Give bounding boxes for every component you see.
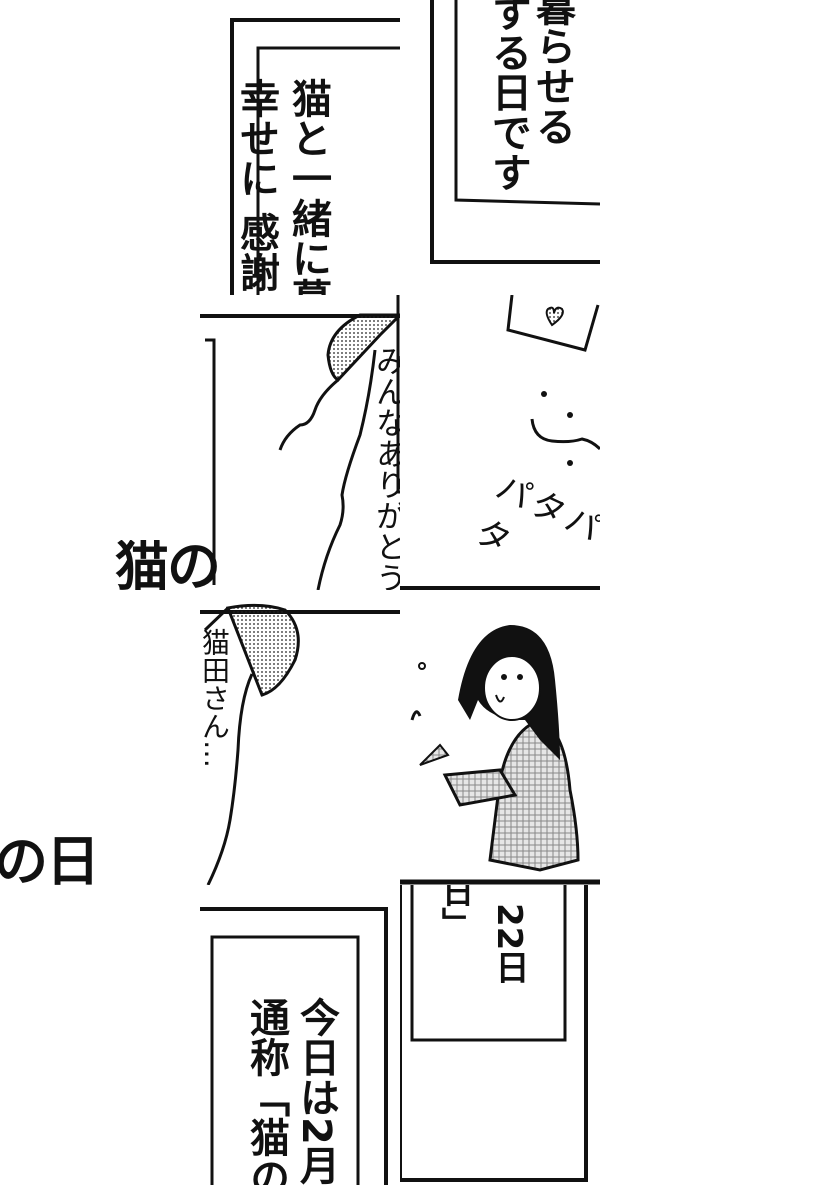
manga-panel-sign-top-right: 暮らせる する日です bbox=[400, 0, 600, 295]
woman-character bbox=[400, 625, 600, 885]
manga-panel-sign-top-left: 猫と一緒に暮 幸せに 感謝す bbox=[200, 0, 400, 295]
manga-panel-woman-waving bbox=[400, 590, 600, 885]
sign-frame bbox=[400, 885, 588, 1182]
sign-text-date: 22日 bbox=[489, 903, 529, 985]
sign-text-line-1: 暮らせる bbox=[529, 0, 575, 146]
heart-sign bbox=[400, 295, 600, 590]
sign-text-line-1: 今日は2月 bbox=[293, 997, 339, 1185]
sign-text-line-2: 通称「猫の日 bbox=[243, 997, 289, 1185]
sign-text-line-2: する日です bbox=[485, 0, 531, 192]
speech-text-thanks: みんなありがとう bbox=[370, 345, 400, 590]
title-fragment-cat: 猫の bbox=[115, 540, 219, 590]
character-outline bbox=[200, 295, 400, 590]
manga-panel-thanks: みんなありがとう bbox=[200, 295, 400, 590]
sign-frame bbox=[200, 907, 388, 1185]
sign-text-line-1: 猫と一緒に暮 bbox=[285, 78, 331, 295]
manga-panel-confetti: パタパタ bbox=[400, 295, 600, 590]
sign-frame bbox=[430, 0, 600, 264]
sign-text-line-2: 幸せに 感謝す bbox=[233, 78, 279, 295]
speech-text-nekota: 猫田さん… bbox=[200, 628, 231, 768]
manga-panel-sign-bottom-left: 今日は2月 通称「猫の日 bbox=[200, 885, 400, 1185]
sign-text-cat-day-end: 日」 bbox=[437, 885, 475, 939]
manga-panel-sign-bottom-right: 22日 日」 bbox=[400, 885, 600, 1185]
title-fragment-day: の日 bbox=[0, 830, 100, 893]
character-outline bbox=[200, 603, 400, 885]
sign-frame bbox=[230, 18, 400, 295]
manga-panel-nekota: 猫田さん… bbox=[200, 590, 400, 885]
